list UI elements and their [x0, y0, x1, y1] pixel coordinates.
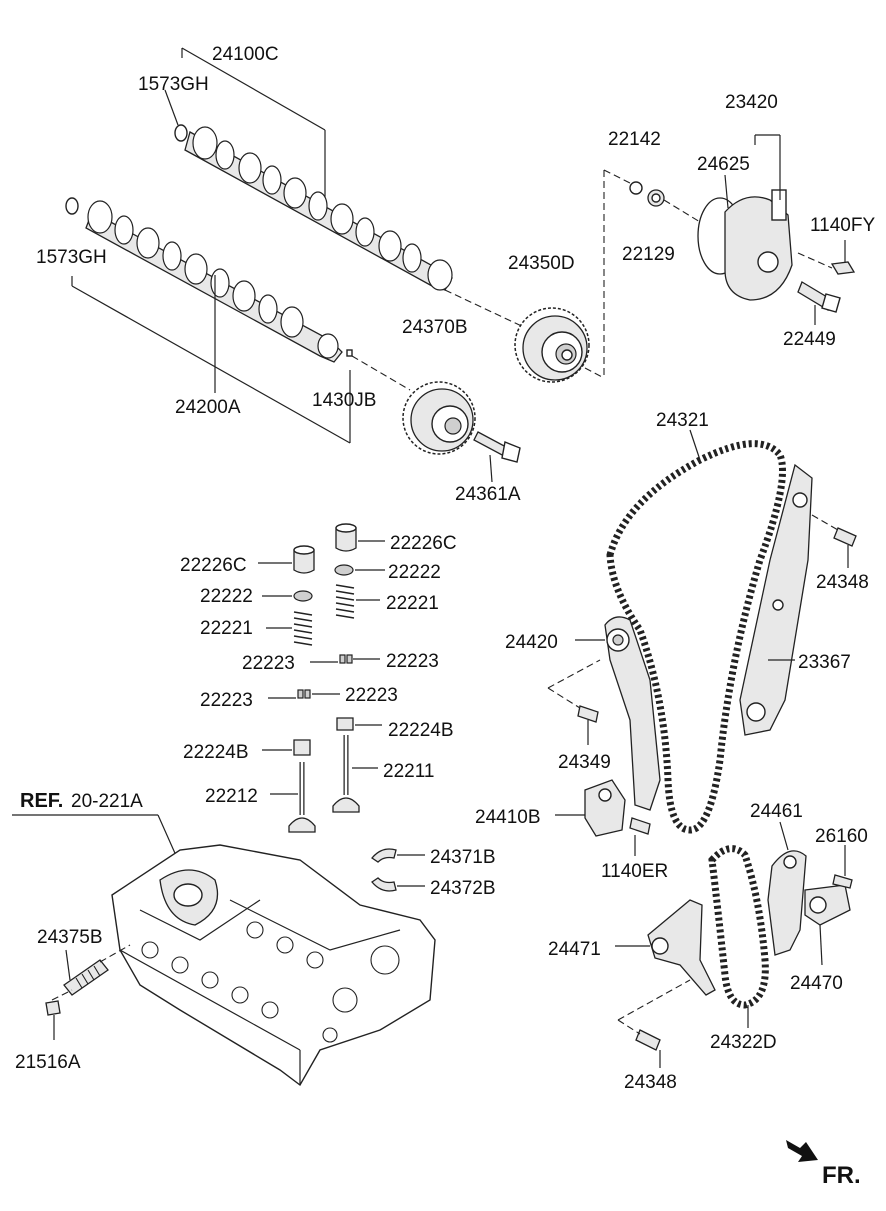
label-24348-top: 24348 [816, 572, 869, 593]
label-24322D: 24322D [710, 1032, 777, 1053]
label-1140ER: 1140ER [601, 861, 668, 882]
label-24370B: 24370B [402, 317, 468, 338]
bolt-1140ER [629, 817, 651, 856]
label-22222-right: 22222 [388, 562, 441, 583]
label-22223-c: 22223 [200, 690, 253, 711]
label-24361A: 24361A [455, 484, 521, 505]
label-22142: 22142 [608, 129, 661, 150]
label-23420: 23420 [725, 92, 778, 113]
bolt-24348-bottom [617, 979, 691, 1068]
chain-guide-23367 [739, 463, 813, 736]
timing-chain-24321 [606, 429, 786, 834]
label-24625: 24625 [697, 154, 750, 175]
oil-pump-chain-24322D [708, 845, 769, 1028]
label-22129: 22129 [622, 244, 675, 265]
label-24371B: 24371B [430, 847, 496, 868]
label-24321: 24321 [656, 410, 709, 431]
bolt-26160 [832, 845, 853, 889]
label-1573GH-left: 1573GH [36, 247, 107, 268]
bolt-22449 [797, 281, 841, 325]
label-1430JB: 1430JB [312, 390, 376, 411]
label-24420: 24420 [505, 632, 558, 653]
label-24100C: 24100C [212, 44, 279, 65]
label-24410B: 24410B [475, 807, 541, 828]
label-22224B-right: 22224B [388, 720, 454, 741]
valve-train [258, 523, 385, 833]
bolt-1140FY [797, 240, 856, 275]
label-26160: 26160 [815, 826, 868, 847]
label-22223-d: 22223 [345, 685, 398, 706]
label-22226C-right: 22226C [390, 533, 457, 554]
front-arrow [786, 1140, 818, 1162]
label-22221-right: 22221 [386, 593, 439, 614]
label-24375B: 24375B [37, 927, 103, 948]
label-23367: 23367 [798, 652, 851, 673]
label-24348-bottom: 24348 [624, 1072, 677, 1093]
label-24372B: 24372B [430, 878, 496, 899]
ocv-23420 [629, 134, 793, 301]
label-24350D: 24350D [508, 253, 575, 274]
label-22212: 22212 [205, 786, 258, 807]
label-front: FR. [822, 1162, 861, 1189]
oil-control-valve-24375B [63, 944, 131, 996]
label-24349: 24349 [558, 752, 611, 773]
cylinder-head [12, 814, 436, 1087]
label-24470: 24470 [790, 973, 843, 994]
tensioner-arm-24420 [575, 616, 661, 811]
cvvt-sprocket-exhaust [402, 381, 476, 455]
label-22221-left: 22221 [200, 618, 253, 639]
tensioner-24470 [804, 884, 851, 966]
camshaft-intake [174, 47, 453, 291]
bolt-24361A [473, 431, 521, 483]
label-22449: 22449 [783, 329, 836, 350]
label-1140FY: 1140FY [810, 215, 875, 236]
label-22223-a: 22223 [242, 653, 295, 674]
bolt-24348-top [811, 514, 857, 568]
label-22223-b: 22223 [386, 651, 439, 672]
label-24471: 24471 [548, 939, 601, 960]
label-24461: 24461 [750, 801, 803, 822]
label-22226C-left: 22226C [180, 555, 247, 576]
cvvt-sprocket-intake [514, 307, 590, 383]
label-21516A: 21516A [15, 1052, 81, 1073]
label-24200A: 24200A [175, 397, 241, 418]
label-ref-prefix: REF. [20, 790, 63, 812]
label-22222-left: 22222 [200, 586, 253, 607]
tensioner-arm-24461 [767, 821, 807, 956]
tensioner-24410B [555, 779, 626, 837]
part-labels: 24100C 1573GH 1573GH 24200A 1430JB 24370… [15, 44, 875, 1189]
camshaft-exhaust [65, 197, 353, 363]
label-ref-code: 20-221A [71, 791, 143, 812]
bolt-21516A [45, 989, 73, 1040]
guide-24471 [615, 899, 716, 996]
label-22211: 22211 [383, 761, 434, 782]
label-1573GH-top: 1573GH [138, 74, 209, 95]
bolt-24349 [547, 659, 601, 745]
label-22224B-left: 22224B [183, 742, 249, 763]
bearing-shells [371, 848, 425, 892]
